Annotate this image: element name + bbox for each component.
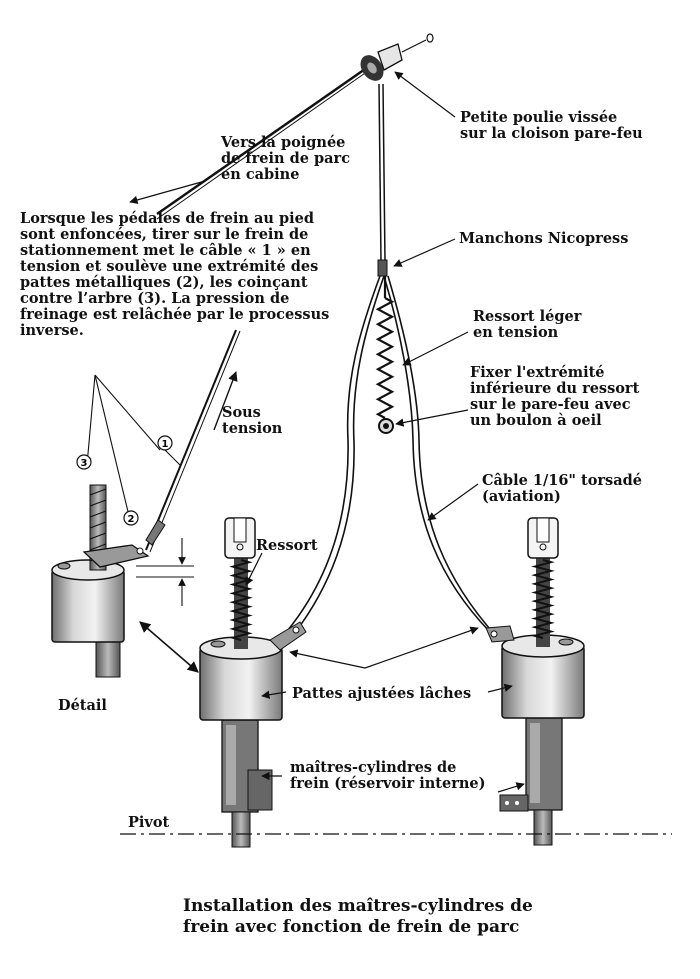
label-ressort: Ressort (256, 537, 318, 554)
label-spring-light: Ressort léger en tension (473, 308, 582, 341)
light-spring (375, 276, 395, 419)
callout-lines (83, 374, 181, 521)
callout-number-2: 2 (128, 514, 135, 525)
pulley-pointer (394, 71, 456, 118)
ressort-pointer (245, 552, 263, 586)
label-detail: Détail (58, 697, 107, 714)
label-instructions: Lorsque les pédales de frein au pied son… (20, 210, 330, 339)
master-cyl-pointers (261, 771, 525, 793)
right-master-cylinder (485, 517, 585, 846)
cable-pointer (427, 483, 479, 521)
label-under-tension: Sous tension (222, 404, 283, 437)
eyebolt-pointer (395, 409, 469, 427)
pulley-icon (360, 33, 434, 81)
left-cable (287, 275, 385, 635)
handle-cable (156, 65, 369, 220)
label-master-cyl: maîtres-cylindres de frein (réservoir in… (290, 759, 486, 792)
label-handle: Vers la poignée de frein de parc en cabi… (221, 134, 351, 183)
label-nicopress: Manchons Nicopress (459, 230, 629, 247)
gap-dimension (136, 538, 194, 606)
figure-caption: Installation des maîtres-cylindres de fr… (183, 896, 533, 937)
label-pivot: Pivot (128, 814, 170, 831)
tabs-pointers (261, 626, 513, 699)
right-cable (383, 275, 497, 637)
callout-circle-2 (123, 510, 139, 526)
callout-number-1: 1 (162, 439, 169, 450)
spring-pointer (402, 331, 469, 366)
under-tension-arrow (213, 371, 238, 431)
nicopress-sleeve (377, 259, 388, 277)
vertical-cable (378, 83, 386, 263)
callout-circle-1 (157, 435, 173, 451)
eye-bolt-icon (378, 418, 394, 434)
callout-circle-3 (76, 454, 92, 470)
callout-number-3: 3 (81, 458, 88, 469)
nicopress-pointer (393, 238, 456, 267)
left-master-cylinder (199, 517, 307, 848)
cabin-direction-arrow (129, 180, 206, 205)
detail-link-arrow (139, 621, 199, 673)
label-fix-spring: Fixer l'extrémité inférieure du ressort … (470, 364, 640, 429)
detail-cable (145, 329, 241, 553)
label-tabs: Pattes ajustées lâches (292, 685, 472, 702)
label-cable: Câble 1/16" torsadé (aviation) (482, 472, 642, 505)
label-pulley: Petite poulie vissée sur la cloison pare… (460, 109, 643, 142)
detail-cylinder (51, 484, 150, 678)
